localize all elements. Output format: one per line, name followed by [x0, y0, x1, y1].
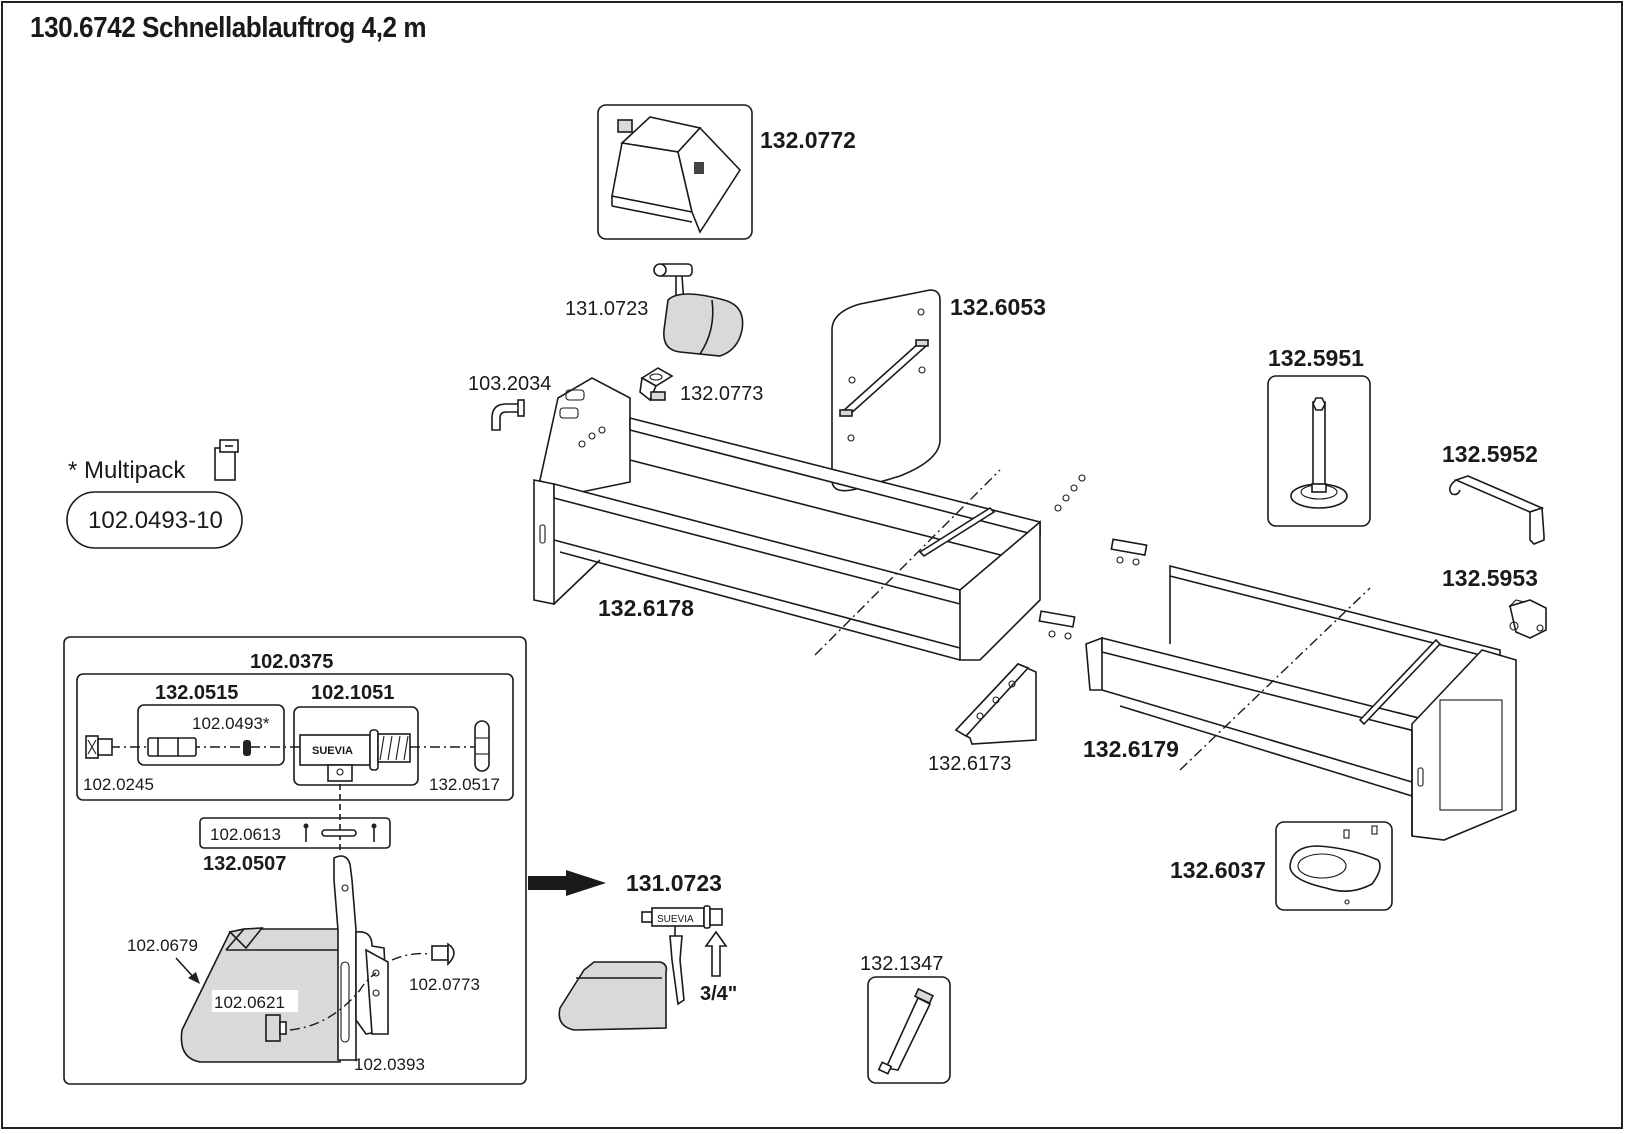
- label-102-0621: 102.0621: [214, 993, 285, 1012]
- part-drain-plate[interactable]: 132.6037: [1170, 821, 1393, 911]
- part-hook-bracket[interactable]: 132.5952: [1442, 441, 1545, 545]
- label-132-0517: 132.0517: [429, 775, 500, 794]
- part-bracket-top[interactable]: 132.0773: [639, 367, 763, 405]
- multipack-part-number: 102.0493-10: [88, 507, 223, 534]
- part-hardware-fasteners: [1038, 474, 1148, 640]
- part-leg-pin[interactable]: 132.5951: [1267, 345, 1371, 527]
- label-132-5952: 132.5952: [1442, 441, 1538, 467]
- label-102-0613: 102.0613: [210, 825, 281, 844]
- label-102-0245: 102.0245: [83, 775, 154, 794]
- label-102-0393: 102.0393: [354, 1055, 425, 1074]
- part-clamp-bracket[interactable]: 132.5953: [1442, 565, 1547, 639]
- part-trough-right[interactable]: 132.6179: [1083, 564, 1517, 841]
- multipack-icon: [214, 439, 239, 481]
- label-132-6178: 132.6178: [598, 595, 694, 621]
- multipack-badge: [66, 491, 243, 549]
- label-102-0679: 102.0679: [127, 936, 198, 955]
- brand-label: SUEVIA: [312, 745, 353, 757]
- part-elbow[interactable]: 103.2034: [468, 373, 551, 431]
- label-132-6037: 132.6037: [1170, 857, 1266, 883]
- label-131-0723-top: 131.0723: [565, 298, 648, 320]
- label-132-0515: 132.0515: [155, 682, 238, 704]
- detail-valve-assembly: 102.0375 132.0515 102.1051 102.0493* 102…: [63, 636, 527, 1085]
- part-grease-tube[interactable]: 132.1347: [860, 953, 951, 1084]
- multipack-note: * Multipack 102.0493-10: [66, 439, 243, 549]
- part-cover-box[interactable]: 132.0772: [597, 104, 856, 240]
- part-support-bracket[interactable]: 132.6173: [928, 663, 1037, 775]
- label-102-1051: 102.1051: [311, 682, 394, 704]
- thread-size-label: 3/4": [700, 983, 737, 1005]
- part-trough-left[interactable]: 132.6178: [533, 377, 1041, 661]
- label-102-0773: 102.0773: [409, 975, 480, 994]
- label-132-0772: 132.0772: [760, 127, 856, 153]
- page-title: 130.6742 Schnellablauftrog 4,2 m: [30, 12, 427, 44]
- part-brace-set[interactable]: 132.6053: [831, 289, 1046, 492]
- label-132-6179: 132.6179: [1083, 736, 1179, 762]
- label-132-5951: 132.5951: [1268, 345, 1364, 371]
- multipack-label: * Multipack: [68, 457, 186, 484]
- part-valve-float-top[interactable]: 131.0723: [565, 263, 744, 357]
- label-132-6173: 132.6173: [928, 753, 1011, 775]
- label-102-0493: 102.0493*: [192, 714, 270, 733]
- arrow-right-icon: [528, 870, 606, 896]
- label-102-0375: 102.0375: [250, 651, 333, 673]
- brand-label-bottom: SUEVIA: [657, 914, 694, 925]
- label-132-6053: 132.6053: [950, 294, 1046, 320]
- part-valve-float-bottom[interactable]: 131.0723 SUEVIA 3/4": [558, 870, 737, 1031]
- label-103-2034: 103.2034: [468, 373, 551, 395]
- label-132-5953: 132.5953: [1442, 565, 1538, 591]
- label-132-1347: 132.1347: [860, 953, 943, 975]
- label-131-0723-bottom: 131.0723: [626, 870, 722, 896]
- label-132-0507: 132.0507: [203, 853, 286, 875]
- label-132-0773: 132.0773: [680, 383, 763, 405]
